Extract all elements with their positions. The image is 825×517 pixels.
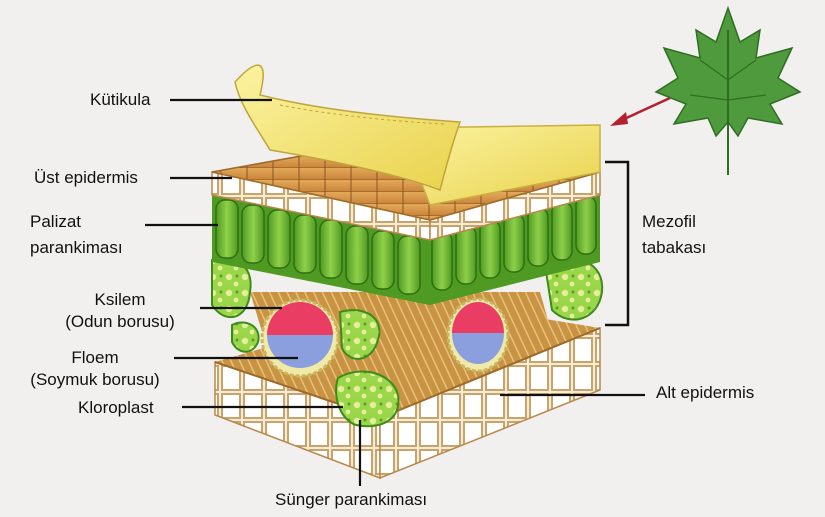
label-alt-epidermis: Alt epidermis [656,383,755,402]
label-ksilem-line1: Ksilem [94,290,146,309]
arrow-icon [610,96,671,126]
label-mezofil-line1: Mezofil [642,212,696,231]
label-kloroplast: Kloroplast [78,398,154,417]
label-sunger-parankimasi: Sünger parankiması [275,490,428,509]
vascular-bundle-right [446,297,510,373]
mesophyll-bracket [605,160,630,327]
label-floem-line2: (Soymuk borusu) [30,370,160,389]
label-kutikula: Kütikula [90,90,151,109]
label-mezofil-line2: tabakası [642,238,707,257]
label-palizat-line2: parankiması [30,238,123,257]
label-ksilem-line2: (Odun borusu) [65,312,175,331]
label-palizat-line1: Palizat [30,212,82,231]
maple-leaf-icon [654,5,802,175]
label-ust-epidermis: Üst epidermis [34,168,138,187]
palisade-layer [212,195,600,305]
leader-lines [145,98,645,486]
vascular-bundle-left [260,298,340,378]
cuticle-sheet [234,64,601,206]
label-floem-line1: Floem [71,348,119,367]
spongy-parenchyma [211,257,604,428]
